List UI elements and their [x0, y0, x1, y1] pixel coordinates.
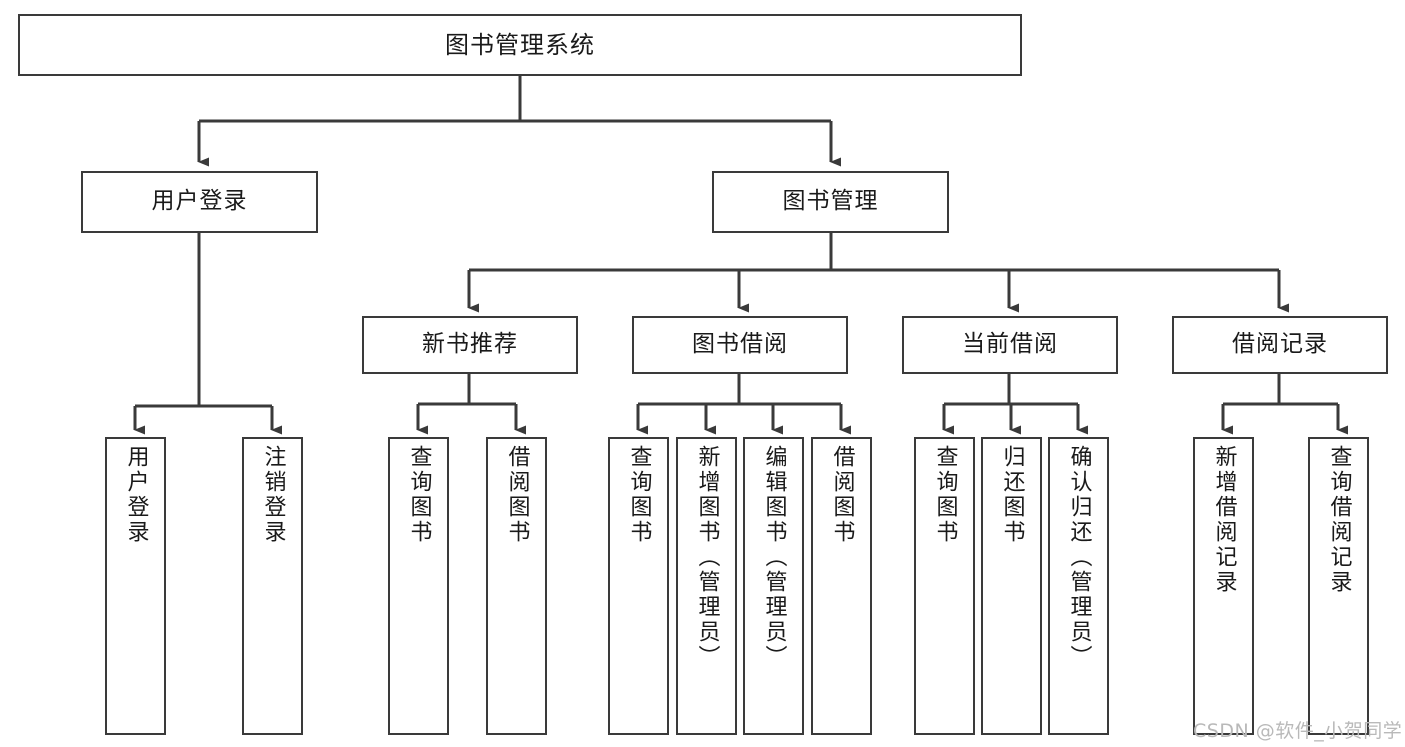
node-leaf-query-book-1[interactable]: 查询图书	[388, 437, 449, 735]
node-leaf-user-login[interactable]: 用户登录	[105, 437, 166, 735]
node-label: 新书推荐	[422, 331, 518, 358]
node-label: 确认归还（管理员）	[1066, 445, 1092, 670]
node-leaf-logout-login[interactable]: 注销登录	[242, 437, 303, 735]
node-label: 编辑图书（管理员）	[761, 445, 787, 670]
node-label: 借阅记录	[1232, 331, 1328, 358]
node-label: 图书管理	[782, 188, 879, 215]
node-label: 图书管理系统	[445, 30, 595, 59]
node-leaf-query-book-3[interactable]: 查询图书	[914, 437, 975, 735]
node-label: 用户登录	[123, 445, 149, 545]
node-label: 查询借阅记录	[1326, 445, 1352, 595]
node-leaf-borrow-book-2[interactable]: 借阅图书	[811, 437, 872, 735]
node-label: 借阅图书	[829, 445, 855, 545]
node-label: 用户登录	[151, 188, 248, 215]
node-current-borrow[interactable]: 当前借阅	[902, 316, 1118, 374]
node-leaf-confirm-return[interactable]: 确认归还（管理员）	[1048, 437, 1109, 735]
csdn-watermark: CSDN @软件_小贺同学	[1193, 720, 1403, 742]
node-label: 当前借阅	[962, 331, 1058, 358]
node-leaf-borrow-book-1[interactable]: 借阅图书	[486, 437, 547, 735]
node-leaf-add-book[interactable]: 新增图书（管理员）	[676, 437, 737, 735]
node-leaf-return-book[interactable]: 归还图书	[981, 437, 1042, 735]
node-label: 图书借阅	[692, 331, 788, 358]
node-leaf-edit-book[interactable]: 编辑图书（管理员）	[743, 437, 804, 735]
node-label: 新增借阅记录	[1211, 445, 1237, 595]
node-label: 归还图书	[999, 445, 1025, 545]
node-label: 借阅图书	[504, 445, 530, 545]
node-book-borrow[interactable]: 图书借阅	[632, 316, 848, 374]
node-label: 查询图书	[932, 445, 958, 545]
node-label: 查询图书	[406, 445, 432, 545]
node-root-book-management-system[interactable]: 图书管理系统	[18, 14, 1022, 76]
node-book-management[interactable]: 图书管理	[712, 171, 949, 233]
node-label: 查询图书	[626, 445, 652, 545]
node-user-login[interactable]: 用户登录	[81, 171, 318, 233]
node-label: 注销登录	[260, 445, 286, 545]
node-new-book-recommend[interactable]: 新书推荐	[362, 316, 578, 374]
node-leaf-query-book-2[interactable]: 查询图书	[608, 437, 669, 735]
node-leaf-query-record[interactable]: 查询借阅记录	[1308, 437, 1369, 735]
node-borrow-record[interactable]: 借阅记录	[1172, 316, 1388, 374]
node-leaf-add-record[interactable]: 新增借阅记录	[1193, 437, 1254, 735]
node-label: 新增图书（管理员）	[694, 445, 720, 670]
